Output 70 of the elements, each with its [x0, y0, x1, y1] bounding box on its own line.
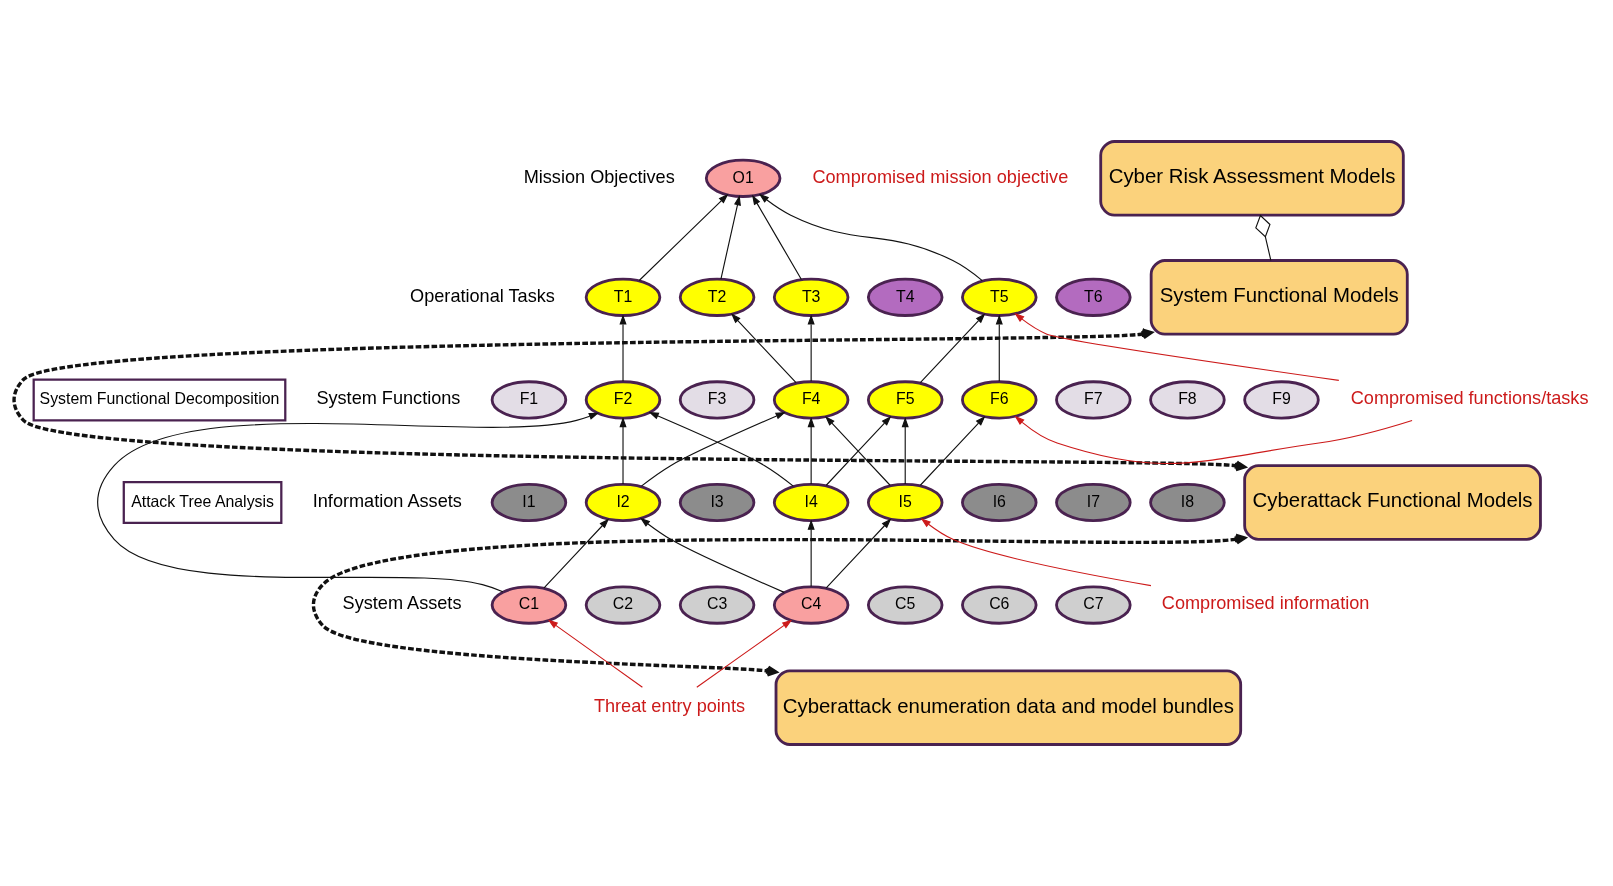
- arrow: [639, 517, 785, 593]
- arrow: [995, 314, 1003, 382]
- node-ellipse: C4: [772, 585, 849, 625]
- node-ellipse: T1: [584, 277, 661, 317]
- arrow: [920, 518, 1151, 587]
- node-box: Cyberattack Functional Models: [1242, 464, 1542, 541]
- arrow: [543, 518, 609, 589]
- node-ellipse: I5: [866, 482, 943, 523]
- arrow: [638, 193, 728, 282]
- node-box: Attack Tree Analysis: [122, 480, 282, 525]
- node-ellipse: T5: [960, 277, 1038, 317]
- label: Mission Objectives: [523, 166, 675, 187]
- arrow: [825, 518, 891, 589]
- node-ellipse: F1: [490, 380, 567, 420]
- label: System Functions: [315, 388, 460, 409]
- arrow: [695, 619, 792, 688]
- node-ellipse: I1: [490, 482, 567, 523]
- arrow: [13, 328, 1246, 472]
- arrow: [919, 313, 985, 384]
- arrow: [96, 412, 599, 593]
- node-box: Cyber Risk Assessment Models: [1098, 140, 1405, 217]
- node-ellipse: T6: [1054, 277, 1132, 317]
- arrow: [807, 519, 815, 588]
- arrow: [807, 314, 815, 382]
- node-ellipse: C6: [960, 585, 1038, 625]
- arrow: [751, 194, 802, 281]
- arrow: [1013, 312, 1339, 381]
- node-ellipse: C2: [584, 585, 661, 625]
- node-text: Compromised functions/tasks: [1350, 388, 1588, 409]
- node-ellipse: I7: [1054, 482, 1132, 523]
- arrow: [758, 193, 983, 282]
- label: System Assets: [342, 593, 461, 614]
- connector: [1254, 214, 1271, 261]
- node-ellipse: C3: [678, 585, 755, 625]
- node-ellipse: T4: [866, 277, 943, 317]
- node-ellipse: I6: [960, 482, 1038, 523]
- node-text: Compromised information: [1161, 593, 1369, 614]
- node-ellipse: T2: [678, 277, 755, 317]
- node-ellipse: C7: [1054, 585, 1132, 625]
- node-box: Cyberattack enumeration data and model bundles: [774, 669, 1242, 746]
- arrow: [1014, 415, 1413, 465]
- node-ellipse: F8: [1148, 380, 1226, 420]
- node-ellipse: C1: [490, 585, 567, 625]
- label: Operational Tasks: [409, 285, 555, 306]
- node-ellipse: F5: [866, 380, 943, 420]
- node-ellipse: I4: [772, 482, 849, 523]
- node-ellipse: F9: [1242, 380, 1320, 420]
- node-text: Threat entry points: [593, 695, 745, 716]
- node-ellipse: I8: [1148, 482, 1226, 523]
- arrow: [807, 416, 815, 485]
- node-ellipse: C5: [866, 585, 943, 625]
- arrow: [547, 619, 643, 688]
- label: Information Assets: [312, 490, 462, 511]
- arrow: [919, 415, 985, 486]
- node-ellipse: T3: [772, 277, 849, 317]
- arrow: [901, 416, 909, 485]
- label: Compromised mission objective: [811, 166, 1068, 187]
- arrow: [311, 533, 1246, 677]
- node-ellipse: F3: [678, 380, 755, 420]
- node-ellipse: F6: [960, 380, 1038, 420]
- node-ellipse: I2: [584, 482, 661, 523]
- node-ellipse: O1: [704, 158, 781, 198]
- node-ellipse: F7: [1054, 380, 1132, 420]
- arrow: [719, 195, 741, 280]
- arrow: [730, 313, 797, 384]
- node-ellipse: I3: [678, 482, 755, 523]
- node-box: System Functional Decomposition: [32, 378, 286, 422]
- node-box: System Functional Models: [1149, 259, 1409, 336]
- arrow: [618, 416, 627, 485]
- arrow: [618, 314, 627, 382]
